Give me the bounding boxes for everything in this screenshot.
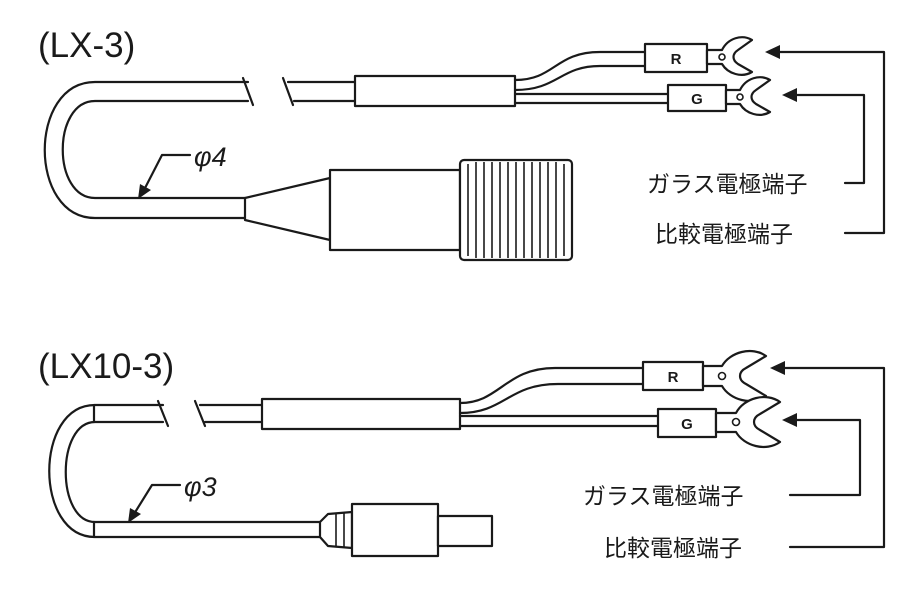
terminal-g-fork bbox=[724, 76, 772, 116]
reference-electrode-terminal-label: 比較電極端子 bbox=[655, 222, 793, 248]
heat-shrink-sleeve bbox=[260, 397, 462, 431]
diameter-leader bbox=[142, 153, 192, 192]
arrowhead-icon bbox=[128, 508, 141, 523]
cable-diagram-lx-3: (LX-3) R G ガラス電極端子 比較電極端子 bbox=[38, 26, 886, 262]
plug-tip bbox=[436, 514, 494, 548]
cable-outer-edge bbox=[43, 80, 250, 220]
wire-r-lower bbox=[458, 382, 645, 415]
cable-break-left bbox=[156, 399, 170, 428]
leader-reference-terminal bbox=[781, 366, 886, 549]
wire-r-upper bbox=[513, 50, 647, 82]
cable-break-right bbox=[193, 399, 207, 428]
connector-body bbox=[328, 168, 462, 252]
cable-inner-edge bbox=[61, 99, 250, 200]
diameter-label: φ4 bbox=[194, 142, 227, 172]
terminal-g-tag: G bbox=[691, 91, 703, 108]
diameter-label: φ3 bbox=[184, 472, 217, 502]
terminal-r-tag: R bbox=[671, 51, 682, 68]
cable-outer-edge bbox=[48, 403, 322, 539]
terminal-r-hole bbox=[717, 371, 727, 381]
cable-break-right bbox=[281, 76, 295, 107]
leader-glass-terminal bbox=[793, 93, 866, 185]
heat-shrink-sleeve bbox=[353, 74, 517, 108]
cable-taper bbox=[243, 176, 332, 242]
arrowhead-icon bbox=[765, 45, 780, 59]
cable-inner-edge bbox=[64, 420, 322, 524]
knurl-lines bbox=[467, 162, 565, 258]
terminal-g-fork bbox=[714, 396, 782, 449]
model-title: (LX-3) bbox=[38, 26, 135, 65]
arrowhead-icon bbox=[782, 88, 797, 102]
terminal-g-hole bbox=[731, 417, 741, 427]
arrowhead-icon bbox=[138, 184, 151, 199]
wire-r-lower bbox=[513, 64, 647, 92]
arrowhead-icon bbox=[770, 361, 785, 375]
leader-glass-terminal bbox=[788, 418, 862, 497]
terminal-r-sleeve bbox=[641, 360, 705, 392]
model-title: (LX10-3) bbox=[38, 347, 174, 386]
terminal-r-fork bbox=[705, 36, 754, 76]
terminal-g-sleeve bbox=[666, 83, 728, 113]
reference-electrode-terminal-label: 比較電極端子 bbox=[604, 536, 742, 562]
terminal-r-tag: R bbox=[668, 369, 679, 386]
glass-electrode-terminal-label: ガラス電極端子 bbox=[583, 484, 744, 510]
terminal-g-tag: G bbox=[681, 416, 693, 433]
cable-diagram-lx10-3: (LX10-3) R G ガラス電極端子 比較電極端子 bbox=[38, 347, 886, 562]
glass-electrode-terminal-label: ガラス電極端子 bbox=[647, 172, 808, 198]
cable-break-left bbox=[241, 76, 255, 107]
plug-body bbox=[350, 502, 440, 558]
arrowhead-icon bbox=[782, 413, 797, 427]
terminal-r-hole bbox=[718, 53, 726, 61]
wire-r-upper bbox=[458, 366, 645, 405]
terminal-r-fork bbox=[701, 349, 768, 403]
diameter-leader bbox=[132, 483, 182, 516]
terminal-g-hole bbox=[736, 93, 744, 101]
leader-reference-terminal bbox=[776, 50, 886, 235]
